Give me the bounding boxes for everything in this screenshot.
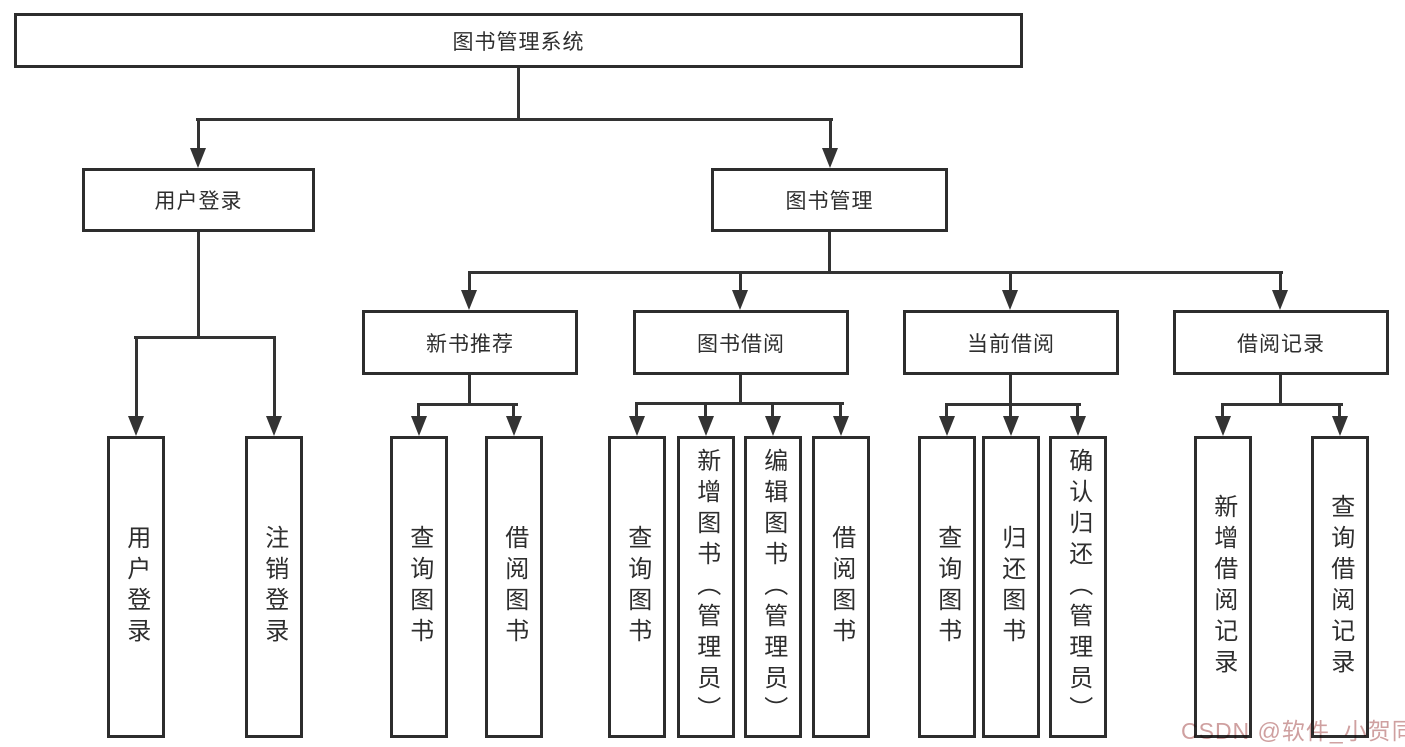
connector-current-stem xyxy=(1009,375,1012,406)
connector-level2-rail xyxy=(196,118,833,121)
leaf-borrow-add-books-admin: 新增图书（管理员） xyxy=(677,436,735,738)
arrowhead-down-icon xyxy=(698,416,714,436)
arrowhead-down-icon xyxy=(461,290,477,310)
leaf-records-add-record: 新增借阅记录 xyxy=(1194,436,1252,738)
leaf-logout: 注销登录 xyxy=(245,436,303,738)
connector-root-stem xyxy=(517,68,520,118)
node-label: 当前借阅 xyxy=(967,332,1055,356)
connector-drop-borrow-edit xyxy=(771,402,774,417)
connector-drop-current-borrowing xyxy=(1009,271,1012,292)
node-label: 查询图书 xyxy=(933,525,961,649)
arrowhead-down-icon xyxy=(128,416,144,436)
arrowhead-down-icon xyxy=(939,416,955,436)
connector-drop-current-confirm xyxy=(1076,403,1079,417)
connector-drop-records-add xyxy=(1221,403,1224,417)
arrowhead-down-icon xyxy=(732,290,748,310)
node-label: 借阅记录 xyxy=(1237,332,1325,356)
leaf-user-login: 用户登录 xyxy=(107,436,165,738)
connector-drop-records-query xyxy=(1338,403,1341,417)
arrowhead-down-icon xyxy=(629,416,645,436)
node-label: 图书借阅 xyxy=(697,332,785,356)
arrowhead-down-icon xyxy=(1272,290,1288,310)
connector-drop-logout-leaf xyxy=(273,336,276,418)
connector-newrec-stem xyxy=(468,375,471,406)
leaf-current-confirm-return-admin: 确认归还（管理员） xyxy=(1049,436,1107,738)
leaf-borrow-borrow-books: 借阅图书 xyxy=(812,436,870,738)
connector-borrow-rail xyxy=(635,402,844,405)
arrowhead-down-icon xyxy=(190,148,206,168)
node-label: 编辑图书（管理员） xyxy=(759,447,787,727)
connector-records-rail xyxy=(1221,403,1343,406)
arrowhead-down-icon xyxy=(1070,416,1086,436)
arrowhead-down-icon xyxy=(266,416,282,436)
node-book-management: 图书管理 xyxy=(711,168,948,232)
arrowhead-down-icon xyxy=(765,416,781,436)
node-borrowing-records: 借阅记录 xyxy=(1173,310,1389,375)
leaf-newrec-borrow-books: 借阅图书 xyxy=(485,436,543,738)
connector-drop-login-leaf xyxy=(135,336,138,418)
arrowhead-down-icon xyxy=(1003,416,1019,436)
connector-drop-borrow-borrow xyxy=(839,402,842,417)
connector-drop-book-borrowing xyxy=(739,271,742,292)
connector-user-login-rail xyxy=(134,336,276,339)
node-label: 确认归还（管理员） xyxy=(1064,447,1092,727)
node-label: 新增图书（管理员） xyxy=(692,447,720,727)
node-label: 查询图书 xyxy=(623,525,651,649)
node-new-book-recommendation: 新书推荐 xyxy=(362,310,578,375)
connector-newrec-rail xyxy=(417,403,518,406)
node-label: 图书管理 xyxy=(785,190,874,213)
connector-drop-new-book xyxy=(468,271,471,292)
node-label: 新书推荐 xyxy=(426,332,514,356)
connector-drop-newrec-query xyxy=(417,403,420,417)
arrowhead-down-icon xyxy=(1332,416,1348,436)
connector-records-stem xyxy=(1279,375,1282,406)
arrowhead-down-icon xyxy=(411,416,427,436)
arrowhead-down-icon xyxy=(822,148,838,168)
node-library-management-system: 图书管理系统 xyxy=(14,13,1023,68)
leaf-current-query-books: 查询图书 xyxy=(918,436,976,738)
arrowhead-down-icon xyxy=(1215,416,1231,436)
csdn-watermark: CSDN @软件_小贺同学 xyxy=(1181,718,1405,744)
connector-level3-rail xyxy=(468,271,1283,274)
node-current-borrowing: 当前借阅 xyxy=(903,310,1119,375)
connector-drop-newrec-borrow xyxy=(512,403,515,417)
connector-user-login-stem xyxy=(197,232,200,338)
leaf-current-return-books: 归还图书 xyxy=(982,436,1040,738)
node-label: 归还图书 xyxy=(997,525,1025,649)
leaf-records-query-record: 查询借阅记录 xyxy=(1311,436,1369,738)
leaf-newrec-query-books: 查询图书 xyxy=(390,436,448,738)
connector-borrow-stem xyxy=(739,375,742,405)
node-label: 图书管理系统 xyxy=(452,30,585,54)
connector-drop-current-query xyxy=(945,403,948,417)
node-label: 借阅图书 xyxy=(827,525,855,649)
node-label: 查询借阅记录 xyxy=(1326,494,1354,680)
connector-drop-borrow-add xyxy=(704,402,707,417)
connector-drop-user-login xyxy=(197,118,200,150)
node-book-borrowing: 图书借阅 xyxy=(633,310,849,375)
connector-current-rail xyxy=(945,403,1081,406)
node-label: 用户登录 xyxy=(154,190,243,213)
connector-drop-current-return xyxy=(1009,403,1012,417)
connector-drop-borrowing-records xyxy=(1279,271,1282,292)
node-label: 注销登录 xyxy=(260,525,288,649)
leaf-borrow-query-books: 查询图书 xyxy=(608,436,666,738)
connector-book-management-stem xyxy=(828,232,831,274)
node-label: 查询图书 xyxy=(405,525,433,649)
connector-drop-borrow-query xyxy=(635,402,638,417)
node-label: 用户登录 xyxy=(122,525,150,649)
arrowhead-down-icon xyxy=(1002,290,1018,310)
arrowhead-down-icon xyxy=(506,416,522,436)
node-user-login: 用户登录 xyxy=(82,168,315,232)
arrowhead-down-icon xyxy=(833,416,849,436)
node-label: 借阅图书 xyxy=(500,525,528,649)
connector-drop-book-management xyxy=(829,118,832,150)
leaf-borrow-edit-books-admin: 编辑图书（管理员） xyxy=(744,436,802,738)
node-label: 新增借阅记录 xyxy=(1209,494,1237,680)
